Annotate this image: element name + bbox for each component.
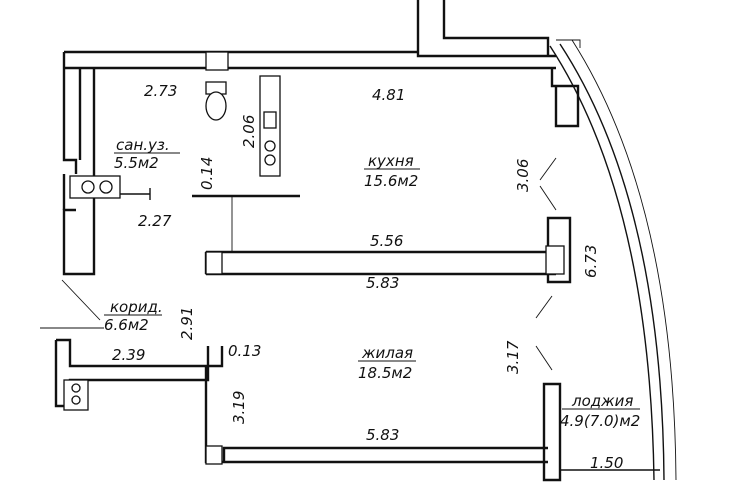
- sink-icon: [69, 175, 151, 200]
- dim-wall-thickness-b: 0.13: [228, 342, 261, 360]
- room-labels: сан.уз. 5.5м2 кухня 15.6м2 корид. 6.6м2 …: [104, 136, 640, 430]
- kitchen-area: 15.6м2: [364, 172, 418, 190]
- loggia-area: 4.9(7.0)м2: [560, 412, 640, 430]
- wardrobe-icon: [63, 379, 89, 411]
- radiator-icon: [545, 245, 565, 275]
- dim-living-bottom-width: 5.83: [366, 426, 399, 444]
- living-name: жилая: [361, 344, 413, 362]
- dim-living-top-width: 5.83: [366, 274, 399, 292]
- dim-kitchen-bottom-width: 5.56: [370, 232, 403, 250]
- radiator-icon: [205, 251, 223, 275]
- dim-loggia-width: 1.50: [590, 454, 623, 472]
- dim-corridor-width: 2.39: [112, 346, 145, 364]
- dimension-labels: 2.73 4.81 2.06 0.14 2.27 3.06 5.56 5.83 …: [112, 82, 623, 472]
- corridor-name: корид.: [110, 298, 163, 316]
- kitchen-counter-icon: [259, 75, 281, 177]
- dim-bath-width-top: 2.73: [144, 82, 177, 100]
- kitchen-name: кухня: [368, 152, 414, 170]
- walls: [40, 0, 660, 482]
- corridor-area: 6.6м2: [104, 316, 149, 334]
- living-area: 18.5м2: [358, 364, 412, 382]
- dim-living-right-height: 3.17: [504, 340, 522, 374]
- bathroom-name: сан.уз.: [116, 136, 170, 154]
- radiator-icon: [205, 445, 223, 465]
- dim-bath-inner: 2.27: [138, 212, 172, 230]
- dim-outer-right-height: 6.73: [582, 245, 600, 278]
- loggia-glazing: [549, 39, 677, 481]
- fixtures: [63, 51, 565, 465]
- loggia-name: лоджия: [571, 392, 633, 410]
- dim-corridor-height: 2.91: [178, 307, 196, 340]
- dim-living-left-height: 3.19: [230, 391, 248, 424]
- dim-kitchen-width-top: 4.81: [372, 86, 405, 104]
- bathroom-area: 5.5м2: [114, 154, 159, 172]
- toilet-icon: [205, 81, 227, 121]
- radiator-icon: [205, 51, 229, 71]
- dim-bath-height: 2.06: [240, 115, 258, 148]
- dim-wall-thickness-a: 0.14: [198, 157, 216, 190]
- dim-kitchen-right-height: 3.06: [514, 159, 532, 192]
